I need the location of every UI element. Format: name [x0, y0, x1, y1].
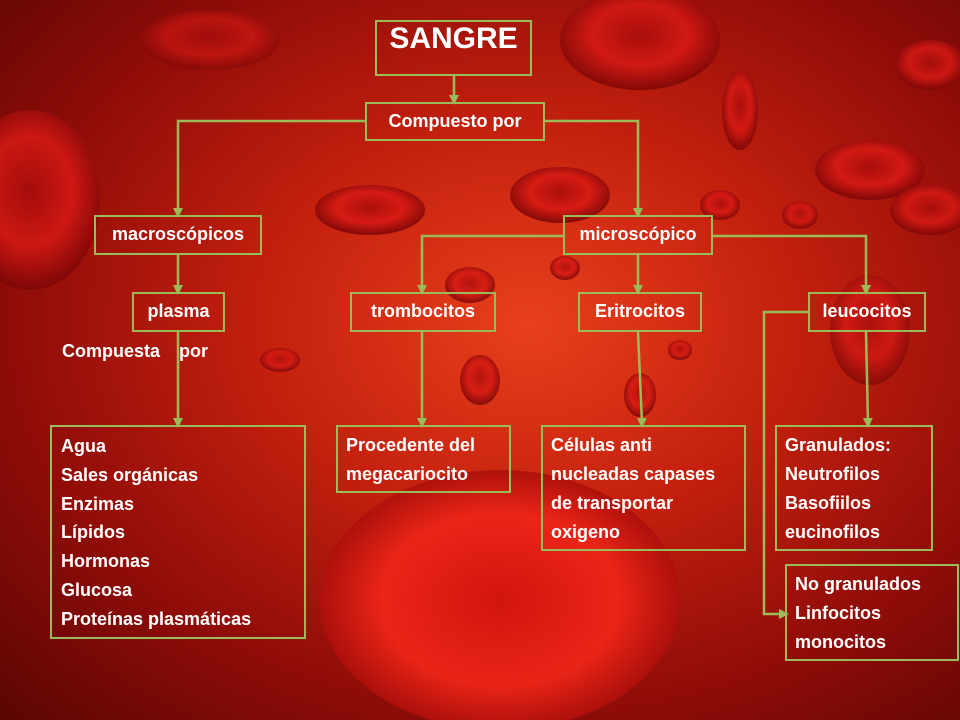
- node-label: Eritrocitos: [594, 301, 686, 321]
- connector-word-por: por: [179, 341, 209, 361]
- node-plasma: plasma: [132, 292, 225, 332]
- connector-word-compuesta: Compuesta: [62, 341, 161, 361]
- list-item: Sales orgánicas: [61, 464, 199, 485]
- node-label: trombocitos: [370, 301, 475, 321]
- arrow-eritrocitos-detail: [636, 331, 647, 428]
- arrow-leucocitos-granulados: [862, 331, 873, 428]
- node-compuesto-por: Compuesto por: [365, 102, 545, 141]
- detail-line: Basofiilos: [785, 493, 872, 513]
- arrow-leucocitos-no-granulados: [762, 310, 808, 619]
- list-item: Enzimas: [61, 493, 135, 514]
- arrow-compuesto-microscopico: [545, 119, 643, 218]
- trombocitos-detail-box: Procedente del megacariocito: [336, 425, 511, 493]
- arrow-microscopico-trombocitos: [417, 234, 563, 295]
- node-macroscopicos: macroscópicos: [94, 215, 262, 255]
- node-microscopico: microscópico: [563, 215, 713, 255]
- list-item: Proteínas plasmáticas: [61, 608, 252, 629]
- node-label: microscópico: [579, 224, 697, 244]
- root-title: SANGRE: [389, 22, 518, 55]
- detail-line: megacariocito: [346, 464, 469, 484]
- list-item: Agua: [61, 436, 106, 456]
- list-item: Hormonas: [61, 551, 151, 572]
- list-item: Lípidos: [61, 522, 125, 543]
- detail-line: No granulados: [795, 574, 922, 594]
- list-item: Glucosa: [61, 579, 133, 600]
- node-leucocitos: leucocitos: [808, 292, 926, 332]
- plasma-connector-label: Compuesta por: [62, 341, 208, 362]
- detail-line: eucinofilos: [785, 522, 881, 542]
- plasma-components-box: Agua Sales orgánicas Enzimas Lípidos Hor…: [50, 425, 306, 639]
- root-node-sangre: SANGRE: [375, 20, 532, 76]
- detail-line: Procedente del: [346, 435, 476, 455]
- detail-line: Células anti: [551, 435, 653, 455]
- node-label: leucocitos: [822, 301, 912, 321]
- detail-line: oxigeno: [551, 522, 621, 542]
- node-eritrocitos: Eritrocitos: [578, 292, 702, 332]
- node-label: plasma: [147, 301, 210, 321]
- detail-line: Linfocitos: [795, 603, 881, 623]
- node-trombocitos: trombocitos: [350, 292, 496, 332]
- detail-line: Neutrofilos: [785, 464, 881, 484]
- eritrocitos-detail-box: Células anti nucleadas capases de transp…: [541, 425, 746, 551]
- detail-line: monocitos: [795, 632, 887, 652]
- node-label: Compuesto por: [388, 111, 522, 131]
- no-granulados-box: No granulados Linfocitos monocitos: [785, 564, 959, 661]
- detail-line: nucleadas capases: [551, 464, 716, 484]
- granulados-box: Granulados: Neutrofilos Basofiilos eucin…: [775, 425, 933, 551]
- arrow-compuesto-macroscopicos: [173, 119, 365, 218]
- node-label: macroscópicos: [111, 224, 245, 244]
- detail-line: Granulados:: [785, 435, 892, 455]
- arrow-microscopico-leucocitos: [713, 234, 871, 295]
- detail-line: de transportar: [551, 493, 674, 513]
